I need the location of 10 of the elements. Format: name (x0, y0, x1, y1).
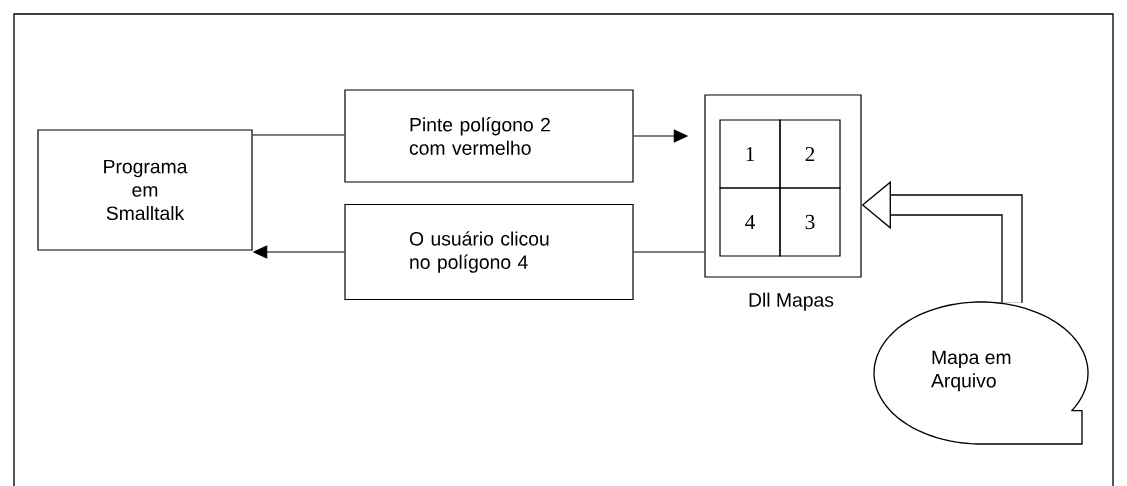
grid-cell: 3 (779, 187, 841, 257)
process-box: Programa em Smalltalk (37, 129, 253, 251)
message-box: Pinte polígono 2 com vermelho (344, 89, 634, 183)
grid-cell: 2 (779, 119, 841, 189)
grid-cell: 4 (719, 187, 781, 257)
speech-bubble: Mapa em Arquivo (873, 301, 1089, 445)
message-box: O usuário clicou no polígono 4 (344, 203, 634, 301)
grid-cell: 1 (719, 119, 781, 189)
module-box (704, 94, 862, 278)
module-caption: Dll Mapas (749, 292, 834, 311)
